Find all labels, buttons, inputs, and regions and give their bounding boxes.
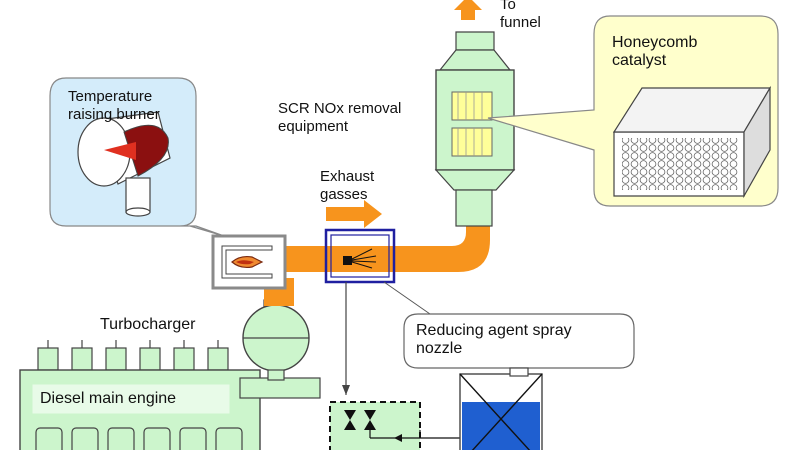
burner-line-1: Temperature	[68, 88, 153, 105]
engine-label: Diesel main engine	[40, 390, 177, 407]
burner-label: Temperature raising burner	[68, 88, 160, 124]
nozzle-callout	[383, 281, 635, 369]
spray-nozzle-label: Reducing agent spray nozzle	[416, 322, 572, 358]
valve-unit	[329, 401, 460, 455]
spray-nozzle-line-2: nozzle	[416, 340, 463, 357]
funnel-arrow	[454, 0, 482, 20]
honeycomb-line-2: catalyst	[612, 52, 667, 69]
honeycomb-label: Honeycomb catalyst	[612, 34, 697, 70]
spray-nozzle-line-1: Reducing agent spray	[416, 322, 572, 339]
exhaust-arrow	[326, 200, 382, 228]
burner-box	[211, 234, 287, 290]
to-funnel-label: To funnel	[500, 0, 541, 32]
scr-label: SCR NOx removal equipment	[278, 100, 401, 136]
reagent-tank	[459, 367, 543, 455]
to-funnel-line-1: To	[500, 0, 516, 13]
exhaust-line-2: gasses	[320, 186, 368, 203]
honeycomb-line-1: Honeycomb	[612, 34, 698, 51]
exhaust-label: Exhaust gasses	[320, 168, 374, 204]
catalyst-layers	[451, 91, 493, 157]
spray-nozzle-box	[324, 228, 396, 395]
exhaust-line-1: Exhaust	[320, 168, 375, 185]
scr-reactor	[434, 31, 516, 227]
honeycomb-callout	[487, 15, 779, 207]
scr-line-2: equipment	[278, 118, 349, 135]
turbocharger-label: Turbocharger	[100, 316, 196, 333]
scr-line-1: SCR NOx removal	[278, 100, 402, 117]
to-funnel-line-2: funnel	[500, 14, 541, 31]
burner-line-2: raising burner	[68, 106, 160, 123]
burner-callout	[49, 77, 225, 237]
turbocharger	[242, 299, 310, 381]
diesel-engine	[19, 340, 321, 455]
